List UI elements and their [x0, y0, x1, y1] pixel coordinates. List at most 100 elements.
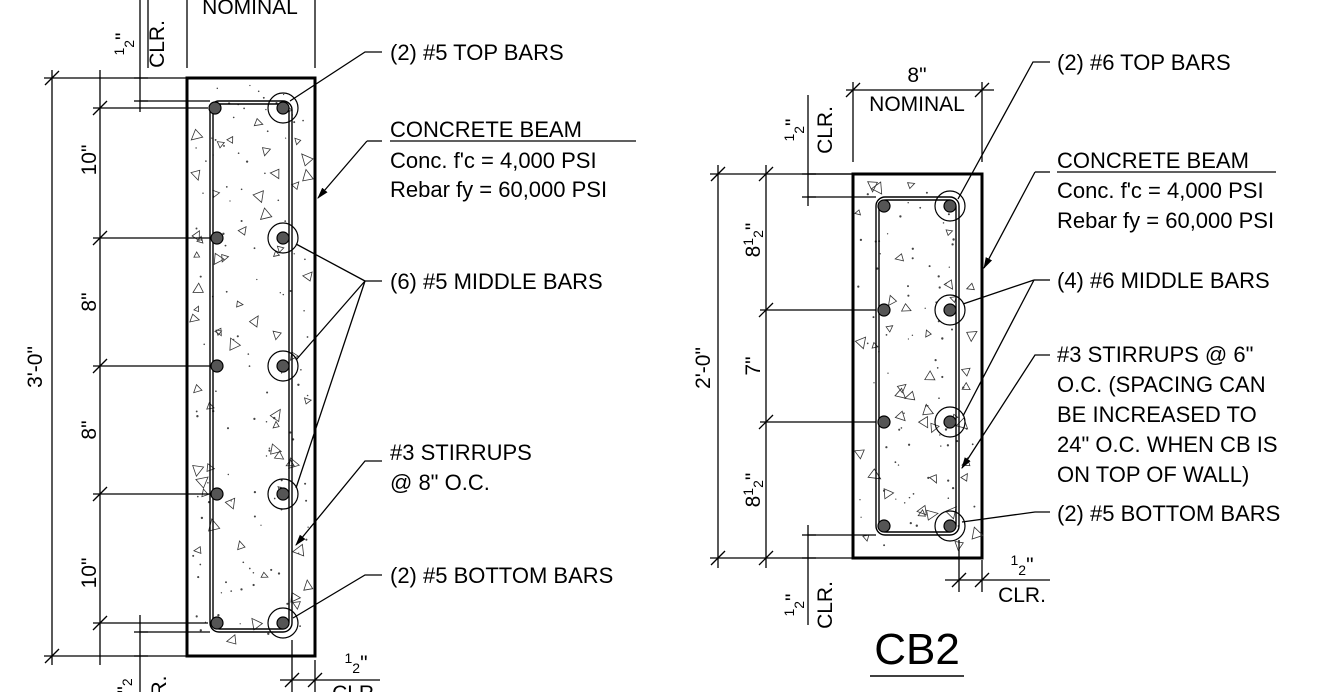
aggregate-dot	[298, 552, 300, 554]
aggregate-dot	[304, 482, 307, 485]
aggregate-mark	[276, 245, 285, 254]
aggregate-dot	[903, 502, 906, 504]
aggregate-dot	[928, 265, 931, 268]
aggregate-mark	[229, 337, 242, 351]
aggregate-mark	[273, 450, 285, 460]
aggregate-dot	[260, 524, 262, 526]
aggregate-dot	[224, 244, 227, 247]
aggregate-dot	[205, 160, 207, 162]
aggregate-mark	[906, 182, 916, 190]
aggregate-mark	[270, 443, 283, 455]
cb1-spacing-2: 8"	[78, 292, 101, 311]
aggregate-dot	[937, 275, 940, 278]
cb2-beam-outline	[851, 172, 984, 560]
aggregate-dot	[898, 428, 901, 431]
aggregate-dot	[860, 516, 862, 518]
aggregate-dot	[217, 614, 220, 617]
aggregate-dot	[306, 394, 309, 397]
aggregate-mark	[971, 526, 984, 540]
cb2-spacing-bot: 812"	[740, 473, 766, 508]
aggregate-mark	[269, 168, 280, 180]
aggregate-dot	[866, 342, 869, 345]
aggregate-dot	[859, 499, 861, 501]
cb2-stirrups-callout-line-4: 24" O.C. WHEN CB IS	[1057, 432, 1278, 457]
aggregate-dot	[245, 160, 249, 163]
aggregate-dot	[268, 449, 271, 452]
aggregate-mark	[190, 169, 201, 182]
aggregate-mark	[903, 390, 916, 401]
aggregate-mark	[894, 253, 905, 262]
aggregate-dot	[253, 490, 257, 494]
aggregate-dot	[911, 257, 914, 260]
aggregate-dot	[887, 372, 889, 374]
aggregate-dot	[225, 290, 228, 293]
cb2-beam-callout-fy: Rebar fy = 60,000 PSI	[1057, 208, 1274, 233]
aggregate-dot	[973, 505, 976, 508]
cb1-section: NOMINAL 12" CLR. 3'-0" 10" 8" 8" 10"	[24, 0, 636, 692]
cb2-top-clear-label: CLR.	[814, 106, 837, 154]
aggregate-mark	[225, 634, 237, 645]
aggregate-mark	[190, 128, 204, 141]
aggregate-mark	[237, 540, 246, 551]
cb1-top-bars-callout: (2) #5 TOP BARS	[390, 40, 564, 65]
aggregate-dot	[919, 206, 922, 209]
aggregate-mark	[269, 408, 281, 423]
aggregate-mark	[201, 488, 209, 498]
aggregate-dot	[268, 447, 271, 449]
aggregate-dot	[270, 568, 273, 571]
aggregate-dot	[227, 473, 230, 476]
cb1-stirrups-callout-2: @ 8" O.C.	[390, 470, 490, 495]
aggregate-mark	[883, 488, 895, 500]
aggregate-mark	[236, 300, 244, 308]
aggregate-mark	[960, 367, 971, 377]
aggregate-dot	[307, 526, 309, 528]
aggregate-dot	[252, 583, 255, 587]
aggregate-dot	[211, 137, 213, 139]
aggregate-dot	[277, 199, 280, 202]
aggregate-mark	[867, 468, 882, 480]
aggregate-dot	[256, 278, 258, 281]
cb2-bottom-clear-right-label: CLR.	[998, 584, 1046, 607]
aggregate-dot	[202, 192, 204, 194]
aggregate-dot	[216, 87, 219, 90]
aggregate-dot	[907, 443, 911, 446]
aggregate-dot	[907, 285, 909, 288]
aggregate-dot	[203, 343, 205, 346]
aggregate-dot	[225, 581, 227, 584]
aggregate-dot	[951, 328, 953, 331]
cb2-nominal-label: NOMINAL	[869, 93, 965, 116]
aggregate-mark	[260, 571, 269, 578]
aggregate-mark	[853, 209, 862, 216]
cb2-section: 8" NOMINAL 12" CLR. 2'-0" 812" 7" 812"	[692, 50, 1280, 677]
aggregate-dot	[872, 316, 875, 319]
aggregate-dot	[925, 191, 928, 194]
cb1-beam-callout-title: CONCRETE BEAM	[390, 117, 582, 142]
aggregate-mark	[248, 315, 259, 328]
aggregate-dot	[302, 119, 304, 122]
aggregate-dot	[304, 258, 306, 261]
aggregate-dot	[941, 337, 944, 340]
aggregate-dot	[866, 193, 869, 196]
cb1-rebar	[208, 92, 299, 639]
aggregate-dot	[305, 499, 308, 502]
aggregate-dot	[911, 334, 914, 336]
aggregate-dot	[885, 334, 888, 336]
aggregate-dot	[895, 498, 897, 500]
aggregate-dot	[232, 116, 235, 119]
aggregate-dot	[264, 172, 266, 175]
aggregate-dot	[282, 293, 285, 296]
aggregate-mark	[924, 370, 936, 381]
aggregate-dot	[236, 335, 239, 338]
aggregate-dot	[253, 515, 256, 518]
aggregate-dot	[942, 222, 945, 224]
aggregate-dot	[299, 625, 301, 627]
cb1-spacing-3: 8"	[78, 420, 101, 439]
aggregate-dot	[214, 138, 217, 141]
cb2-beam-callout-title: CONCRETE BEAM	[1057, 148, 1249, 173]
cb2-middle-bars-callout: (4) #6 MIDDLE BARS	[1057, 268, 1270, 293]
aggregate-mark	[867, 181, 879, 193]
aggregate-dot	[897, 464, 900, 466]
aggregate-dot	[230, 500, 232, 502]
aggregate-dot	[199, 563, 202, 566]
